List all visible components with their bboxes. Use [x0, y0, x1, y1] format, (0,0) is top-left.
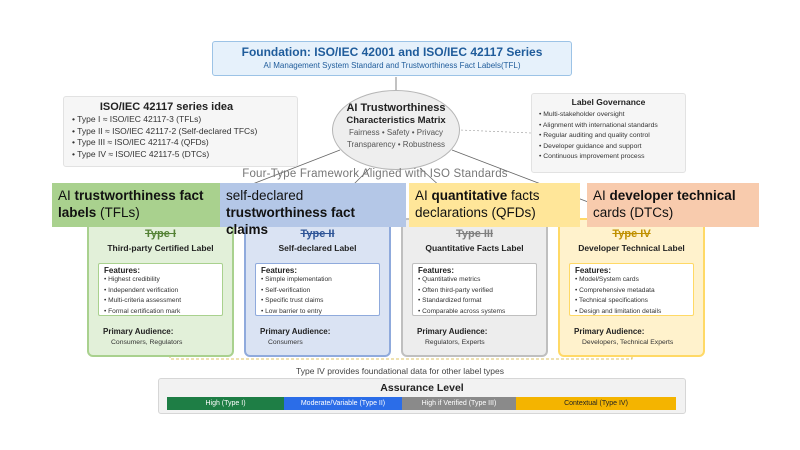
type-3-heading: Type III	[455, 228, 494, 240]
feature-item: • Design and limitation details	[575, 307, 662, 315]
feature-item: • Independent verification	[104, 286, 179, 294]
feature-item: • Often third-party verified	[418, 286, 493, 294]
type4-dashed-link	[169, 357, 633, 360]
audience-heading: Primary Audience:	[574, 327, 645, 336]
features-heading: Features:	[575, 266, 612, 275]
feature-item: • Specific trust claims	[261, 297, 324, 304]
type-2-column: Type II Self-declared Label Features: • …	[244, 218, 391, 357]
assurance-segment-high: High (Type I)	[167, 397, 284, 410]
matrix-subtitle: Characteristics Matrix	[346, 115, 446, 126]
framework-title: Four-Type Framework Aligned with ISO Sta…	[242, 168, 508, 180]
audience-value: Consumers, Regulators	[111, 339, 183, 346]
overlay-pre: AI	[415, 188, 432, 203]
audience-value: Consumers	[268, 339, 303, 346]
overlay-post: cards (DTCs)	[593, 205, 674, 220]
type-4-column: Type IV Developer Technical Label Featur…	[558, 218, 705, 357]
type-1-features: Features: • Highest credibility • Indepe…	[98, 263, 223, 316]
governance-item: • Regular auditing and quality control	[539, 132, 650, 139]
audience-heading: Primary Audience:	[260, 327, 331, 336]
connector-governance	[459, 129, 532, 134]
overlay-label-qfd: AI quantitative facts declarations (QFDs…	[409, 183, 580, 227]
type-4-name: Developer Technical Label	[578, 243, 685, 253]
overlay-label-dtc: AI developer technical cards (DTCs)	[587, 183, 759, 227]
assurance-segment-moderate: Moderate/Variable (Type II)	[284, 397, 402, 410]
assurance-segment-contextual: Contextual (Type IV)	[516, 397, 676, 410]
audience-value: Regulators, Experts	[425, 339, 485, 346]
type-2-name: Self-declared Label	[278, 243, 357, 253]
type-3-name: Quantitative Facts Label	[425, 243, 524, 253]
series-idea-item: • Type II ≈ ISO/IEC 42117-2 (Self-declar…	[72, 125, 258, 136]
type-3-column: Type III Quantitative Facts Label Featur…	[401, 218, 548, 357]
feature-item: • Standardized format	[418, 297, 482, 304]
governance-item: • Developer guidance and support	[539, 142, 642, 150]
type-4-heading: Type IV	[612, 228, 651, 240]
audience-heading: Primary Audience:	[417, 327, 488, 336]
governance-item: • Alignment with international standards	[539, 121, 658, 129]
features-heading: Features:	[104, 266, 141, 275]
governance-item: • Continuous improvement process	[539, 153, 645, 160]
overlay-post: (TFLs)	[96, 205, 140, 220]
feature-item: • Comprehensive metadata	[575, 286, 655, 294]
matrix-title: AI Trustworthiness	[346, 102, 446, 114]
foundation-box: Foundation: ISO/IEC 42001 and ISO/IEC 42…	[212, 41, 572, 76]
foundation-subtitle: AI Management System Standard and Trustw…	[263, 61, 521, 70]
feature-item: • Quantitative metrics	[418, 276, 481, 283]
matrix-line-2: Transparency • Robustness	[346, 140, 446, 149]
feature-item: • Model/System cards	[575, 276, 639, 283]
assurance-level-box: Assurance Level High (Type I) Moderate/V…	[158, 378, 686, 414]
overlay-bold: trustworthiness fact claims	[226, 205, 356, 237]
features-heading: Features:	[418, 266, 455, 275]
type-2-heading: Type II	[300, 228, 335, 240]
feature-item: • Multi-criteria assessment	[104, 297, 182, 304]
assurance-segment-verified: High if Verified (Type III)	[402, 397, 516, 410]
series-idea-item: • Type III ≈ ISO/IEC 42117-4 (QFDs)	[72, 137, 209, 147]
foundation-title: Foundation: ISO/IEC 42001 and ISO/IEC 42…	[241, 45, 543, 59]
series-idea-item: • Type IV ≈ ISO/IEC 42117-5 (DTCs)	[72, 148, 210, 159]
series-idea-box: ISO/IEC 42117 series idea • Type I ≈ ISO…	[63, 96, 298, 167]
audience-heading: Primary Audience:	[103, 327, 174, 336]
overlay-pre: AI	[58, 188, 75, 203]
feature-item: • Low barrier to entry	[261, 307, 322, 315]
overlay-post: facts declarations (QFDs)	[415, 188, 540, 220]
feature-item: • Technical specifications	[575, 297, 648, 304]
series-idea-title: ISO/IEC 42117 series idea	[99, 101, 234, 113]
features-heading: Features:	[261, 266, 298, 275]
type-3-features: Features: • Quantitative metrics • Often…	[412, 263, 537, 316]
governance-item: • Multi-stakeholder oversight	[539, 111, 625, 118]
matrix-line-1: Fairness • Safety • Privacy	[348, 128, 444, 137]
type-1-heading: Type I	[145, 228, 176, 240]
overlay-label-tfc: self-declared trustworthiness fact claim…	[220, 183, 406, 237]
governance-title: Label Governance	[571, 97, 646, 107]
governance-box: Label Governance • Multi-stakeholder ove…	[531, 93, 686, 173]
foundational-note: Type IV provides foundational data for o…	[296, 366, 504, 376]
audience-value: Developers, Technical Experts	[582, 339, 674, 346]
type-1-column: Type I Third-party Certified Label Featu…	[87, 218, 234, 357]
overlay-label-tfl: AI trustworthiness fact labels (TFLs)	[52, 183, 222, 227]
overlay-bold: developer technical	[609, 188, 736, 203]
type-1-name: Third-party Certified Label	[107, 243, 214, 253]
series-idea-item: • Type I ≈ ISO/IEC 42117-3 (TFLs)	[72, 114, 202, 124]
feature-item: • Formal certification mark	[104, 307, 181, 315]
type-2-features: Features: • Simple implementation • Self…	[255, 263, 380, 316]
overlay-bold: trustworthiness fact labels	[58, 188, 204, 220]
feature-item: • Self-verification	[261, 286, 311, 294]
feature-item: • Highest credibility	[104, 276, 160, 283]
feature-item: • Comparable across systems	[418, 307, 506, 315]
trustworthiness-matrix: AI Trustworthiness Characteristics Matri…	[332, 90, 460, 170]
assurance-title: Assurance Level	[380, 382, 464, 394]
feature-item: • Simple implementation	[261, 276, 332, 283]
overlay-pre: self-declared	[226, 188, 304, 203]
type-4-features: Features: • Model/System cards • Compreh…	[569, 263, 694, 316]
overlay-pre: AI	[593, 188, 610, 203]
overlay-bold: quantitative	[431, 188, 508, 203]
